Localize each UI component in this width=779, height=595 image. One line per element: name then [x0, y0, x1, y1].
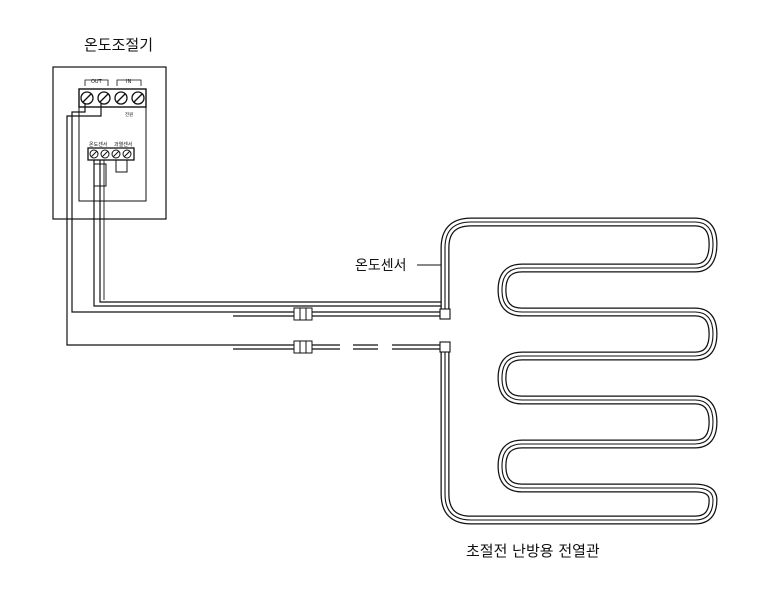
controller-outer-box	[52, 66, 167, 220]
controller-title: 온도조절기	[84, 36, 153, 54]
sensor-label: 온도센서	[355, 258, 407, 274]
wires	[66, 104, 444, 346]
heater-tube	[440, 217, 718, 525]
out-label: OUT	[91, 79, 103, 85]
main-terminal-block	[78, 88, 147, 108]
sensor-lead-box	[93, 163, 107, 187]
power-label: 전원	[125, 111, 133, 118]
terminal-block-frame	[78, 88, 147, 108]
power-wire-1	[71, 104, 233, 313]
heater-terminals	[439, 308, 451, 353]
sensor-wire-1	[93, 160, 443, 307]
terminal-screw-2	[97, 91, 111, 105]
connector-lower	[293, 340, 313, 354]
heater-tube-gap	[441, 218, 717, 524]
terminal-screw-4	[131, 91, 145, 105]
power-cable-lower	[233, 344, 445, 350]
power-wire-2	[66, 104, 233, 346]
overheat-sensor-terminal-label: 과열센서	[114, 141, 132, 148]
sensor-wire-2	[99, 160, 444, 303]
sensor-terminal-frame	[87, 147, 135, 161]
heater-tube-core	[444, 221, 714, 521]
in-label: IN	[126, 79, 131, 85]
heater-label: 초절전 난방용 전열관	[466, 542, 600, 560]
sensor-terminal-block	[87, 147, 135, 173]
in-bracket	[116, 79, 142, 86]
terminal-screw-3	[114, 91, 128, 105]
out-bracket	[84, 79, 109, 86]
power-cable-upper	[233, 311, 445, 317]
temp-sensor-terminal-label: 온도센서	[89, 141, 107, 148]
connector-upper	[293, 307, 313, 321]
terminal-screw-1	[80, 91, 94, 105]
jumper-wire	[115, 160, 128, 173]
